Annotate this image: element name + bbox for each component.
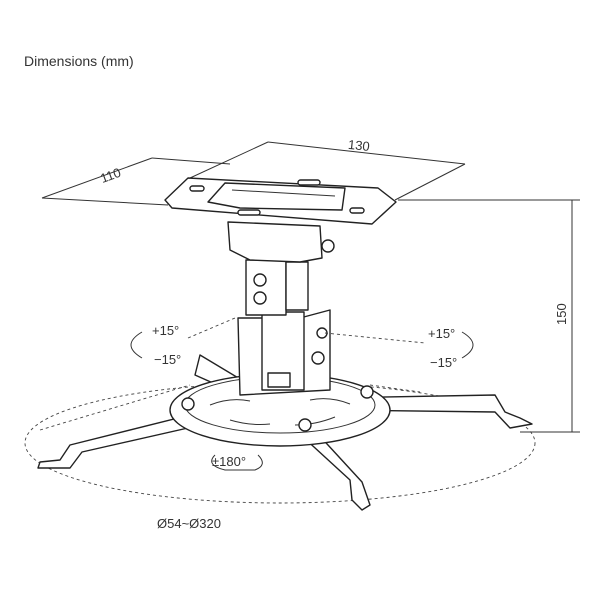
dimension-150: 150: [398, 199, 580, 433]
dimension-110: 110: [41, 157, 231, 206]
diameter-range-label: Ø54~Ø320: [157, 516, 221, 531]
tilt-left-arrow-icon: [130, 331, 143, 359]
diagram-title: Dimensions (mm): [24, 53, 134, 69]
tilt-right-arrow-icon: [461, 331, 474, 359]
tilt-left-down-label: −15°: [154, 352, 181, 367]
tilt-right-up-label: +15°: [428, 326, 455, 341]
base-plate: [169, 373, 391, 447]
dimension-130-label: 130: [347, 137, 370, 154]
tilt-left-up-label: +15°: [152, 323, 179, 338]
rotation-arrow-icon: [211, 454, 263, 471]
dimension-110-label: 110: [98, 165, 123, 186]
rotation-label: ±180°: [212, 454, 246, 469]
dimension-150-label: 150: [554, 303, 569, 325]
tilt-right-down-label: −15°: [430, 355, 457, 370]
dimension-130: 130: [189, 137, 466, 201]
ceiling-plate: [164, 177, 397, 225]
mount-column: [227, 221, 335, 396]
mounting-range-ellipse: [24, 382, 536, 504]
